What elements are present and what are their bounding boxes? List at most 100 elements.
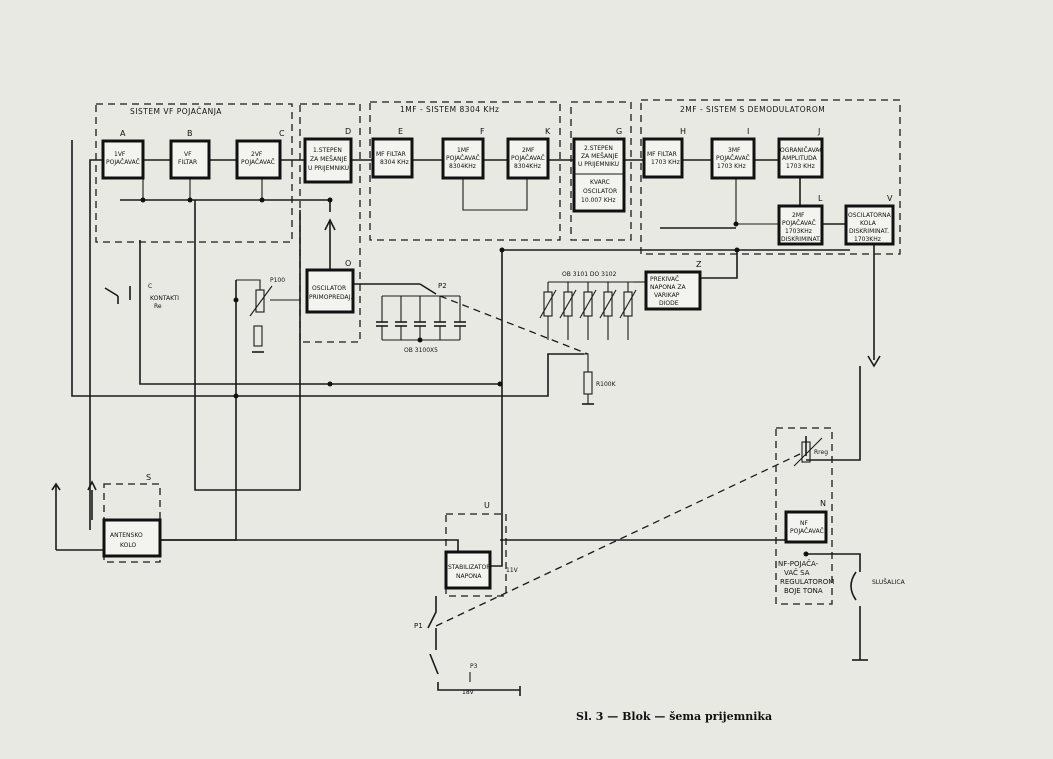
block-d: D 1.STEPEN ZA MEŠANJE U PRIJEMNIKU: [303, 127, 353, 184]
svg-text:1703 KHz: 1703 KHz: [786, 163, 815, 170]
section-mf1-title: 1MF - SISTEM 8304 KHz: [400, 105, 499, 114]
nf-box-line-4: BOJE TONA: [784, 587, 823, 595]
svg-text:DISKRIMINAT.: DISKRIMINAT.: [781, 236, 821, 243]
capacitor-bank: [376, 296, 466, 341]
section-vf-frame: [95, 103, 293, 243]
svg-text:AMPLITUDA: AMPLITUDA: [782, 155, 818, 162]
block-j: J OGRANIČAVAČ AMPLITUDA 1703 KHz: [777, 127, 824, 179]
svg-text:PRIMOPREDAJ.: PRIMOPREDAJ.: [309, 294, 352, 301]
label-p3: P3: [470, 663, 478, 670]
nf-box-line-3: REGULATOROM: [780, 578, 834, 586]
svg-text:N: N: [820, 499, 826, 508]
block-l: L 2MF POJAČAVAČ 1703KHz DISKRIMINAT.: [777, 194, 824, 246]
nf-box-line-2: VAČ SA: [784, 568, 810, 577]
svg-text:2MF: 2MF: [792, 212, 805, 219]
svg-text:U: U: [484, 501, 490, 510]
block-v: V OSCILATORNA KOLA DISKRIMINAT. 1703KHz: [844, 194, 895, 246]
label-slusalica: SLUŠALICA: [872, 579, 906, 586]
svg-text:POJAČAVAČ: POJAČAVAČ: [782, 220, 816, 227]
svg-text:1VF: 1VF: [114, 151, 126, 158]
svg-text:PREKIVAČ: PREKIVAČ: [650, 276, 679, 283]
block-k: K 2MF POJAČAVAČ 8304KHz: [506, 127, 551, 180]
svg-text:I: I: [747, 127, 749, 136]
svg-text:8304KHz: 8304KHz: [449, 163, 476, 170]
svg-text:DISKRIMINAT.: DISKRIMINAT.: [849, 228, 889, 235]
section-mixer2-frame: [570, 101, 632, 241]
label-p2: P2: [438, 282, 447, 290]
block-f: F 1MF POJAČAVAČ 8304KHz: [441, 127, 485, 180]
varikap-array: [539, 281, 646, 340]
label-r100k: R100K: [596, 381, 617, 388]
svg-text:2MF: 2MF: [522, 147, 535, 154]
svg-text:ZA MEŠANJE: ZA MEŠANJE: [581, 153, 618, 160]
svg-text:A: A: [120, 129, 126, 138]
svg-text:POJAČAVAČ: POJAČAVAČ: [446, 155, 480, 162]
svg-text:1703 KHz: 1703 KHz: [651, 159, 680, 166]
svg-text:POJAČAVAČ: POJAČAVAČ: [241, 159, 275, 166]
label-ob-bottom: OB 3100X5: [404, 347, 438, 354]
label-p100: P100: [270, 277, 285, 284]
svg-text:KOLA: KOLA: [860, 220, 877, 227]
svg-text:POJAČAVAČ: POJAČAVAČ: [716, 155, 750, 162]
svg-text:ZA MEŠANJE: ZA MEŠANJE: [310, 156, 347, 163]
label-re: Re: [154, 303, 162, 310]
block-b: B VF FILTAR: [169, 129, 211, 180]
label-11v: 11V: [506, 567, 519, 574]
svg-text:B: B: [187, 129, 193, 138]
section-mf2-title: 2MF - SISTEM S DEMODULATOROM: [680, 105, 825, 114]
svg-text:DIODE: DIODE: [659, 300, 679, 307]
svg-text:ANTENSKO: ANTENSKO: [110, 532, 143, 539]
svg-text:Z: Z: [696, 260, 702, 269]
svg-text:NAPONA ZA: NAPONA ZA: [650, 284, 687, 291]
figure-caption: Sl. 3 — Blok — šema prijemnika: [576, 710, 772, 723]
block-n: N NF POJAČAVAČ: [784, 499, 828, 544]
svg-text:POJAČAVAČ: POJAČAVAČ: [511, 155, 545, 162]
svg-text:VARIKAP: VARIKAP: [654, 292, 680, 299]
block-i: I 3MF POJAČAVAČ 1703 KHz: [710, 127, 756, 180]
svg-text:H: H: [680, 127, 686, 136]
svg-text:STABILIZATOR: STABILIZATOR: [448, 564, 490, 571]
svg-text:MF FILTAR: MF FILTAR: [647, 151, 677, 158]
pot-rreg: [801, 441, 811, 463]
svg-text:C: C: [279, 129, 285, 138]
block-a: A 1VF POJAČAVAČ: [101, 129, 145, 180]
svg-text:O: O: [345, 259, 351, 268]
section-mf2-frame: [640, 99, 901, 255]
block-o: O OSCILATOR PRIMOPREDAJ.: [305, 259, 355, 314]
svg-text:OSCILATOR: OSCILATOR: [583, 188, 617, 195]
svg-text:10.007 KHz: 10.007 KHz: [581, 197, 616, 204]
svg-text:KOLO: KOLO: [120, 542, 136, 549]
svg-text:8304KHz: 8304KHz: [514, 163, 541, 170]
block-h: H MF FILTAR 1703 KHz: [642, 127, 686, 179]
svg-text:OSCILATOR: OSCILATOR: [312, 285, 346, 292]
section-vf-title: SISTEM VF POJAČANJA: [130, 107, 222, 116]
junction-dots: [140, 197, 809, 557]
svg-text:NF: NF: [800, 520, 808, 527]
svg-text:E: E: [398, 127, 403, 136]
label-p1: P1: [414, 622, 423, 630]
resistor-r100k: [583, 371, 593, 395]
svg-text:G: G: [616, 127, 622, 136]
svg-text:POJAČAVAČ: POJAČAVAČ: [106, 159, 140, 166]
svg-text:U PRIJEMNIKU: U PRIJEMNIKU: [578, 161, 619, 168]
svg-text:FILTAR: FILTAR: [178, 159, 197, 166]
svg-text:S: S: [146, 473, 151, 482]
svg-text:NAPONA: NAPONA: [456, 573, 482, 580]
block-z: Z PREKIVAČ NAPONA ZA VARIKAP DIODE: [644, 260, 702, 311]
nf-box-line-1: NF-POJAČA-: [778, 559, 819, 568]
signal-wires: [51, 140, 881, 696]
svg-text:1MF: 1MF: [457, 147, 470, 154]
svg-text:D: D: [345, 127, 351, 136]
svg-text:F: F: [480, 127, 485, 136]
pot-p100: [255, 289, 265, 313]
svg-text:L: L: [818, 194, 823, 203]
svg-text:2.STEPEN: 2.STEPEN: [584, 145, 613, 152]
block-g: G 2.STEPEN ZA MEŠANJE U PRIJEMNIKU KVARC…: [572, 127, 626, 213]
svg-text:8304 KHz: 8304 KHz: [380, 159, 409, 166]
section-d-frame: [299, 103, 361, 343]
svg-text:K: K: [545, 127, 551, 136]
svg-text:1703 KHz: 1703 KHz: [717, 163, 746, 170]
section-mf1-frame: [369, 101, 561, 241]
label-kontakti: KONTAKTI: [150, 295, 179, 302]
